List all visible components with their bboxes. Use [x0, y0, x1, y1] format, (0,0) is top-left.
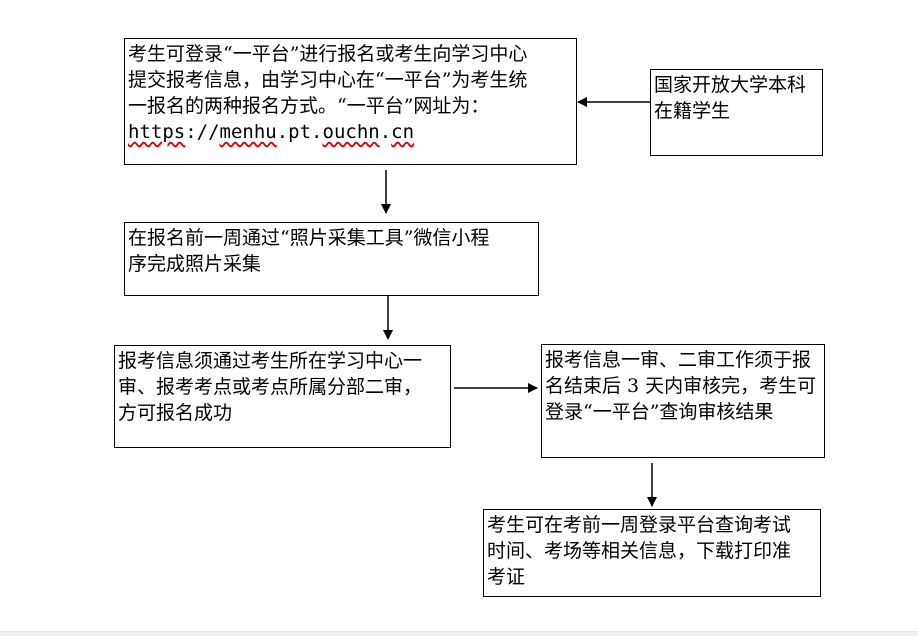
photo-line-2: 序完成照片采集 — [128, 253, 262, 275]
url-part-host: menhu — [219, 121, 277, 143]
registration-box: 考生可登录“一平台”进行报名或考生向学习中心 提交报考信息，由学习中心在“一平台… — [124, 38, 577, 165]
url-part-pt: .pt. — [276, 121, 323, 143]
timeline-line-1: 报考信息一审、二审工作须于报 — [545, 349, 812, 371]
page-bottom-divider — [0, 631, 918, 636]
admission-line-2: 时间、考场等相关信息，下载打印准 — [487, 540, 792, 562]
review-line-3: 方可报名成功 — [118, 402, 233, 424]
admission-line-3: 考证 — [487, 566, 526, 588]
registration-line-1: 考生可登录“一平台”进行报名或考生向学习中心 — [128, 43, 528, 65]
url-part-sep: :// — [185, 121, 220, 143]
students-line-1: 国家开放大学本科 — [654, 74, 807, 96]
admission-box: 考生可在考前一周登录平台查询考试 时间、考场等相关信息，下载打印准 考证 — [483, 509, 821, 597]
url-part-scheme: https — [128, 121, 186, 143]
timeline-box: 报考信息一审、二审工作须于报 名结束后 3 天内审核完，考生可 登录“一平台”查… — [541, 344, 825, 458]
photo-line-1: 在报名前一周通过“照片采集工具”微信小程 — [128, 227, 490, 249]
timeline-line-3: 登录“一平台”查询审核结果 — [545, 401, 774, 423]
review-line-1: 报考信息须通过考生所在学习中心一 — [118, 350, 423, 372]
url-part-dot: . — [379, 121, 392, 143]
review-box: 报考信息须通过考生所在学习中心一 审、报考考点或考点所属分部二审， 方可报名成功 — [114, 345, 451, 448]
registration-line-2: 提交报考信息，由学习中心在“一平台”为考生统 — [128, 69, 528, 91]
timeline-line-2: 名结束后 3 天内审核完，考生可 — [545, 375, 817, 397]
url-part-tld: cn — [391, 121, 415, 143]
students-line-2: 在籍学生 — [654, 100, 731, 122]
review-line-2: 审、报考考点或考点所属分部二审， — [118, 376, 423, 398]
photo-box: 在报名前一周通过“照片采集工具”微信小程 序完成照片采集 — [124, 222, 539, 296]
admission-line-1: 考生可在考前一周登录平台查询考试 — [487, 514, 792, 536]
registration-line-3: 一报名的两种报名方式。“一平台”网址为： — [128, 95, 490, 117]
students-box: 国家开放大学本科 在籍学生 — [650, 69, 823, 156]
registration-url[interactable]: https://menhu.pt.ouchn.cn — [128, 119, 573, 145]
url-part-domain: ouchn — [322, 121, 380, 143]
